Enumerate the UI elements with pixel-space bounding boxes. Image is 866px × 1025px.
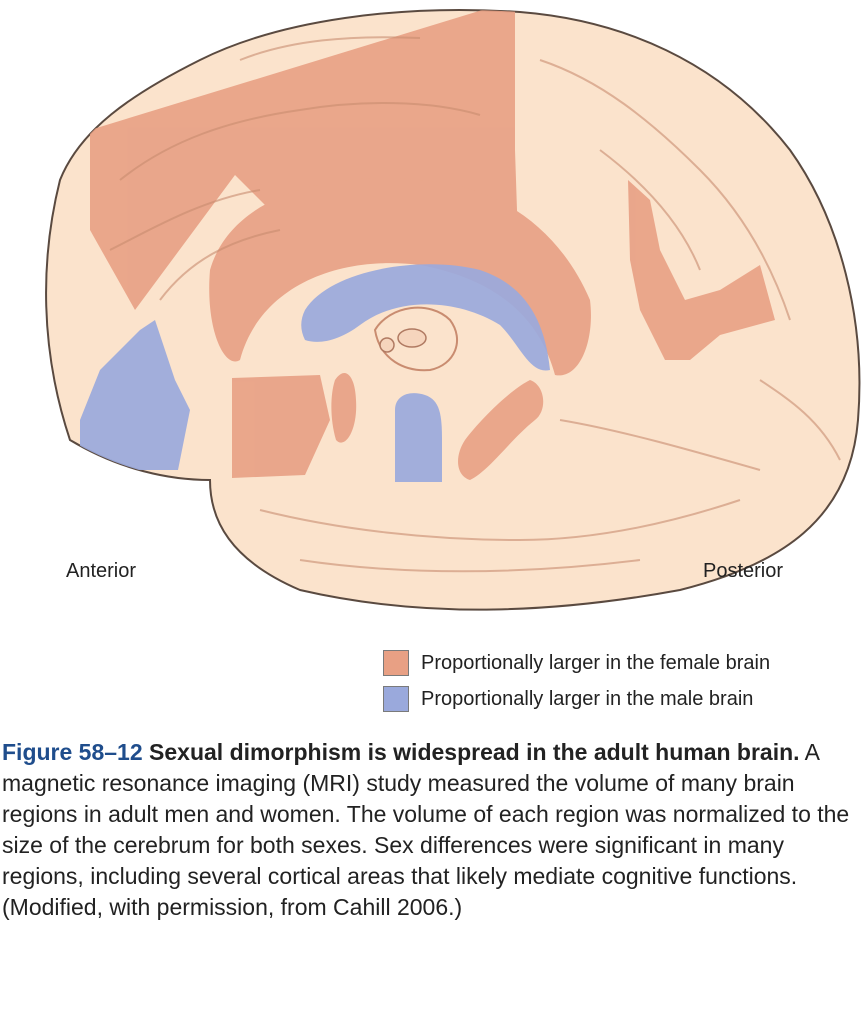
anterior-label: Anterior <box>66 560 137 582</box>
posterior-label: Posterior <box>703 560 784 582</box>
male-swatch <box>383 686 409 712</box>
figure-body: A magnetic resonance imaging (MRI) study… <box>2 739 850 920</box>
posterior-parietal-region <box>628 180 775 360</box>
intermediate-mass <box>379 337 395 353</box>
brain-illustration <box>45 9 861 611</box>
legend: Proportionally larger in the female brai… <box>383 645 770 717</box>
legend-label-female: Proportionally larger in the female brai… <box>421 651 771 674</box>
fornix-region <box>301 264 550 371</box>
male-regions <box>80 264 550 482</box>
frontomedial-region <box>80 320 190 470</box>
hypothalamus-region <box>395 393 442 482</box>
legend-item-male: Proportionally larger in the male brain <box>383 681 770 717</box>
figure-caption: Figure 58–12 Sexual dimorphism is widesp… <box>2 737 864 923</box>
cingulate-region <box>209 178 591 376</box>
female-regions <box>90 10 775 480</box>
anterior-commissure <box>397 328 427 348</box>
female-swatch <box>383 650 409 676</box>
figure-label: Figure 58–12 <box>2 739 143 765</box>
orbitofrontal-region <box>232 375 330 478</box>
gyral-contours <box>109 36 841 573</box>
hippocampal-region <box>458 380 544 480</box>
figure-title: Sexual dimorphism is widespread in the a… <box>149 739 800 765</box>
legend-item-female: Proportionally larger in the female brai… <box>383 645 770 681</box>
septal-region <box>331 372 357 443</box>
legend-label-male: Proportionally larger in the male brain <box>421 687 754 710</box>
